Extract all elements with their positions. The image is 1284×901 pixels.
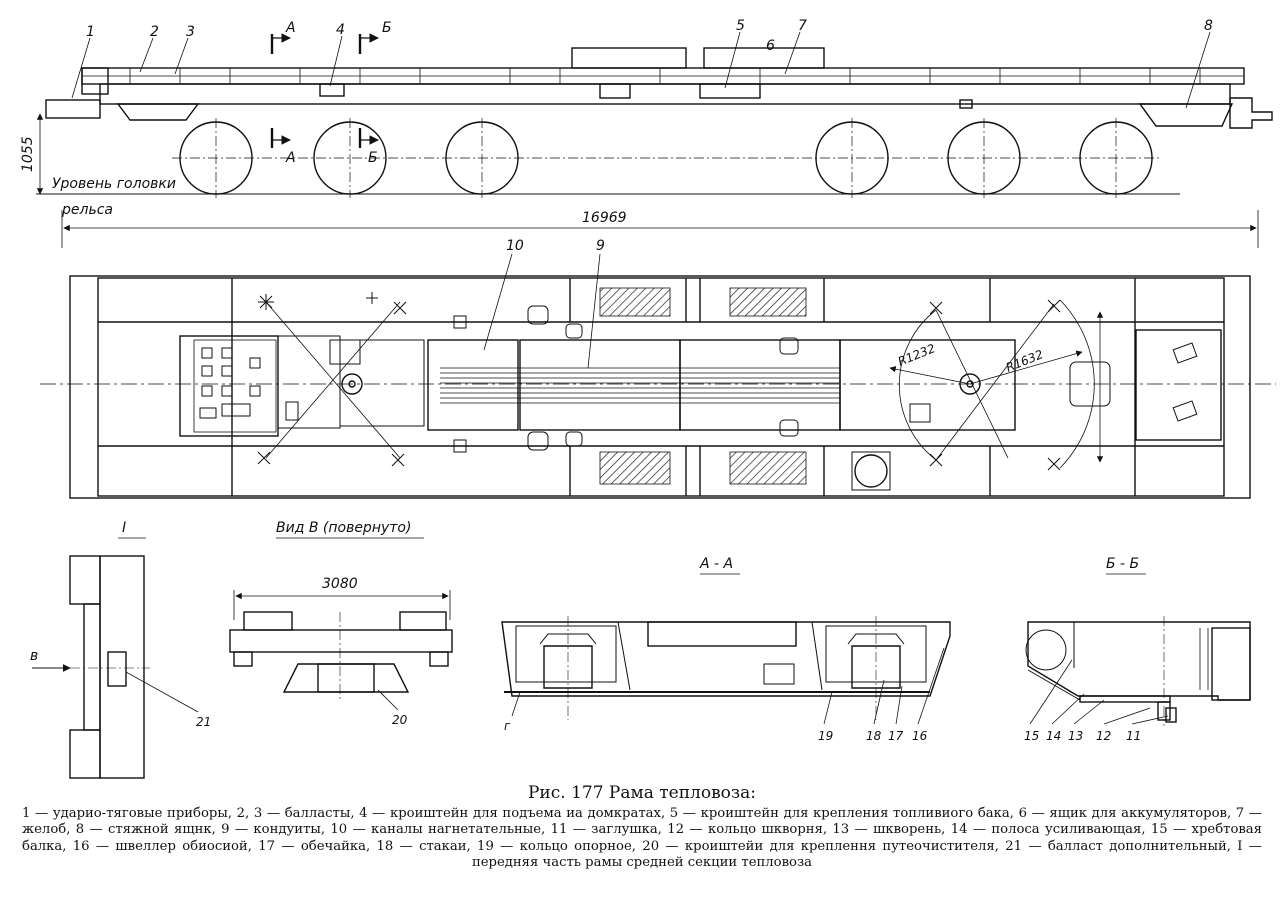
- label-5: 5: [736, 18, 745, 34]
- plan-view: [40, 253, 1276, 499]
- label-9: 9: [596, 238, 605, 254]
- label-10: 10: [506, 238, 524, 254]
- section-mark-b-bottom: Б: [368, 150, 378, 166]
- detail-labels: I Вид В (повернуто) 3080 в 21 20 А - А Б…: [30, 520, 1141, 743]
- label-16: 16: [912, 729, 928, 743]
- radius-1632: R1632: [1004, 347, 1045, 375]
- label-8: 8: [1204, 18, 1213, 34]
- view-B: [229, 537, 453, 711]
- section-aa: [501, 573, 951, 725]
- section-bb: [1025, 573, 1251, 726]
- locomotive-frame-drawing: 1 2 3 4 5 6 7 8 А А Б Б 1055 Уровень гол…: [20, 18, 1276, 779]
- section-mark-a-top: А: [285, 20, 296, 36]
- label-15: 15: [1024, 729, 1039, 743]
- view-I: [32, 537, 199, 779]
- side-view: [36, 31, 1273, 198]
- figure-caption: Рис. 177 Рама тепловоза:: [527, 783, 757, 803]
- view-B-title: Вид В (повернуто): [276, 520, 411, 536]
- label-18: 18: [866, 729, 882, 743]
- radius-1232: R1232: [896, 341, 937, 369]
- section-mark-b-top: Б: [382, 20, 392, 36]
- label-12: 12: [1096, 729, 1111, 743]
- label-2: 2: [150, 24, 159, 40]
- height-dim-label: 1055: [20, 136, 36, 172]
- label-14: 14: [1046, 729, 1061, 743]
- label-19: 19: [818, 729, 833, 743]
- rail-level-label-2: рельса: [61, 202, 113, 218]
- label-1: 1: [86, 24, 95, 40]
- dim-3080: 3080: [322, 576, 358, 592]
- arrow-v-label: в: [30, 648, 38, 664]
- rail-level-label: Уровень головки: [52, 176, 176, 192]
- label-20: 20: [392, 713, 408, 727]
- length-dimension: [61, 210, 1259, 248]
- length-dim-label: 16969: [582, 210, 627, 226]
- label-3: 3: [186, 24, 195, 40]
- label-g: г: [504, 719, 511, 733]
- label-4: 4: [336, 22, 345, 38]
- label-21: 21: [196, 715, 211, 729]
- figure-legend: 1 — ударио-тяговые приборы, 2, 3 — балла…: [22, 806, 1262, 871]
- label-17: 17: [888, 729, 904, 743]
- section-bb-title: Б - Б: [1106, 556, 1139, 572]
- view-I-title: I: [122, 520, 126, 536]
- label-6: 6: [766, 38, 775, 54]
- side-view-labels: 1 2 3 4 5 6 7 8 А А Б Б 1055 Уровень гол…: [20, 18, 1213, 226]
- label-13: 13: [1068, 729, 1083, 743]
- section-mark-a-bottom: А: [285, 150, 296, 166]
- label-11: 11: [1126, 729, 1141, 743]
- section-aa-title: А - А: [699, 556, 733, 572]
- label-7: 7: [798, 18, 807, 34]
